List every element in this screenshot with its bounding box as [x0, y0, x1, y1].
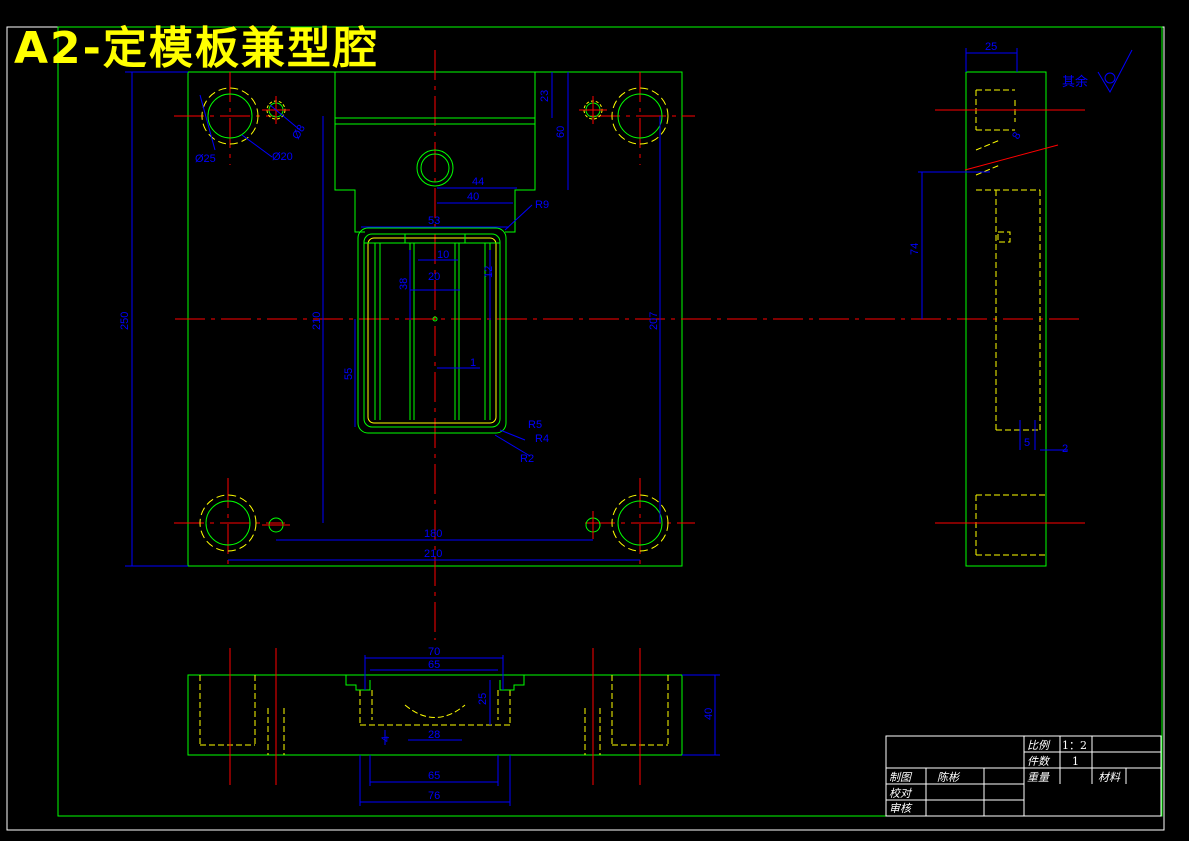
- dim-20: 20: [428, 271, 440, 283]
- front-dim-text: 250 210 207 55 23 60 44 40 53 10 38 20 1…: [119, 90, 660, 560]
- top-outline: [187, 674, 683, 756]
- upper-pocket: [334, 72, 536, 233]
- dim-r9: R9: [535, 199, 549, 211]
- top-dim-lines: [359, 655, 720, 806]
- count-label: 件数: [1027, 755, 1051, 768]
- top-hidden-lines: [199, 675, 669, 755]
- dim-250: 250: [119, 312, 131, 330]
- side-hidden-lines: [975, 89, 1046, 556]
- side-dim-25: 25: [985, 41, 997, 53]
- title-block: [885, 735, 1162, 817]
- dim-210: 210: [311, 312, 323, 330]
- side-dim-5: 5: [1024, 437, 1030, 449]
- top-visible-lines: [345, 675, 525, 691]
- inner-border: [57, 26, 1163, 817]
- drawn-label: 制图: [889, 771, 913, 784]
- side-dim-74: 74: [909, 243, 921, 255]
- dim-60: 60: [555, 126, 567, 138]
- dim-r4: R4: [535, 433, 549, 445]
- front-centerlines: [174, 50, 1085, 640]
- dim-phi20: Ø20: [272, 151, 293, 163]
- top-dim-4: 4: [380, 736, 392, 742]
- top-view: 70 65 25 40 4 28 65 76: [187, 646, 720, 806]
- guide-holes: [199, 87, 669, 552]
- drawing-title: A2-定模板兼型腔: [14, 23, 379, 74]
- dim-phi25: Ø25: [195, 153, 216, 165]
- review-label: 审核: [889, 802, 913, 815]
- side-dim-lines: [918, 48, 1068, 451]
- dim-10: 10: [437, 249, 449, 261]
- dim-55: 55: [343, 368, 355, 380]
- count-value: 1: [1072, 755, 1079, 768]
- dim-38: 38: [398, 278, 410, 290]
- top-dim-40: 40: [703, 708, 715, 720]
- dim-1: 1: [470, 357, 476, 369]
- material-label: 材料: [1098, 771, 1121, 784]
- cavity: [357, 227, 507, 434]
- dim-r2: R2: [520, 453, 534, 465]
- front-dim-lines: [125, 71, 661, 567]
- dim-12: 12: [483, 266, 495, 278]
- dim-r5: R5: [528, 419, 542, 431]
- top-dim-70: 70: [428, 646, 440, 658]
- dim-23: 23: [539, 90, 551, 102]
- screw-holes: [262, 96, 607, 539]
- top-dim-65: 65: [428, 659, 440, 671]
- drawn-name: 陈彬: [937, 771, 961, 784]
- top-centerlines: [229, 648, 641, 785]
- dim-207: 207: [648, 312, 660, 330]
- roughness-symbol: [1097, 49, 1133, 94]
- side-dim-2: 2: [1062, 443, 1068, 455]
- side-centerlines: [935, 109, 1085, 524]
- dim-phi8: Ø8: [290, 123, 308, 142]
- roughness-label: 其余: [1062, 74, 1088, 90]
- top-dim-28: 28: [428, 729, 440, 741]
- dim-53: 53: [428, 215, 440, 227]
- top-dim-25: 25: [477, 693, 489, 705]
- side-view: 25 74 5 2 8 其余: [909, 41, 1133, 567]
- dim-44: 44: [472, 176, 484, 188]
- side-outline: [965, 71, 1047, 567]
- top-dim-65b: 65: [428, 770, 440, 782]
- weight-label: 重量: [1027, 771, 1050, 784]
- dim-210b: 210: [424, 548, 442, 560]
- scale-label: 比例: [1027, 739, 1051, 752]
- dim-40: 40: [467, 191, 479, 203]
- dim-180: 180: [424, 528, 442, 540]
- title-block-text: 比例 1：2 件数 1 制图 陈彬 重量 材料 校对 审核: [889, 739, 1121, 815]
- front-view: 250 210 207 55 23 60 44 40 53 10 38 20 1…: [119, 50, 1085, 640]
- scale-value: 1：2: [1062, 739, 1087, 752]
- check-label: 校对: [889, 787, 913, 800]
- top-dim-76: 76: [428, 790, 440, 802]
- side-dim-8: 8: [1010, 130, 1023, 141]
